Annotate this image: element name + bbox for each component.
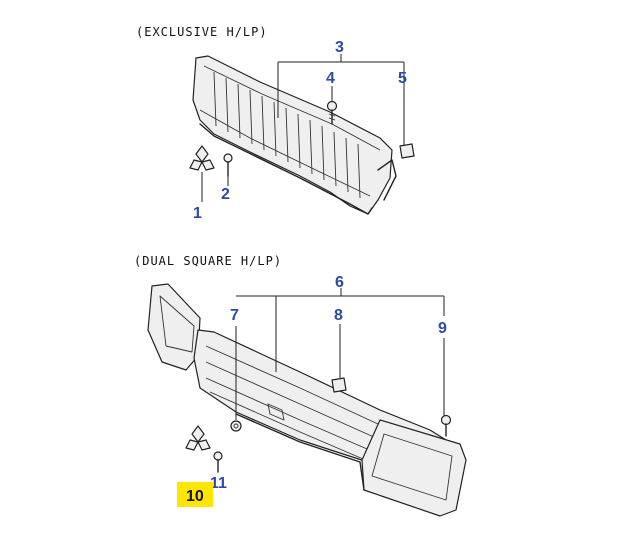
leaders-section-1 — [201, 54, 405, 202]
callout-1: 1 — [193, 205, 202, 222]
callout-8: 8 — [334, 307, 343, 324]
callout-9: 9 — [438, 320, 447, 337]
callout-10: 10 — [186, 488, 204, 505]
clip-part-5 — [399, 143, 415, 159]
callout-6: 6 — [335, 274, 344, 291]
emblem-part-1 — [189, 145, 215, 171]
callout-7: 7 — [230, 307, 239, 324]
screw-part-9 — [440, 414, 452, 437]
callout-10-highlight: 10 — [177, 482, 213, 507]
callout-11: 11 — [210, 475, 227, 492]
callout-2: 2 — [221, 186, 230, 203]
caption-exclusive: (EXCLUSIVE H/LP) — [136, 25, 268, 39]
callout-3: 3 — [335, 39, 344, 56]
highlight-box — [177, 482, 213, 507]
emblem-part-10 — [185, 425, 211, 451]
bolt-part-2 — [223, 153, 233, 177]
grille-exclusive — [192, 55, 397, 215]
caption-dual-square: (DUAL SQUARE H/LP) — [134, 254, 282, 268]
callout-4: 4 — [326, 70, 335, 87]
clip-part-8 — [331, 377, 347, 393]
leaders-section-2 — [235, 288, 445, 420]
grille-dual-square — [147, 283, 467, 517]
bolt-part-11 — [213, 451, 223, 473]
grommet-part-7 — [230, 420, 242, 432]
callout-5: 5 — [398, 70, 407, 87]
